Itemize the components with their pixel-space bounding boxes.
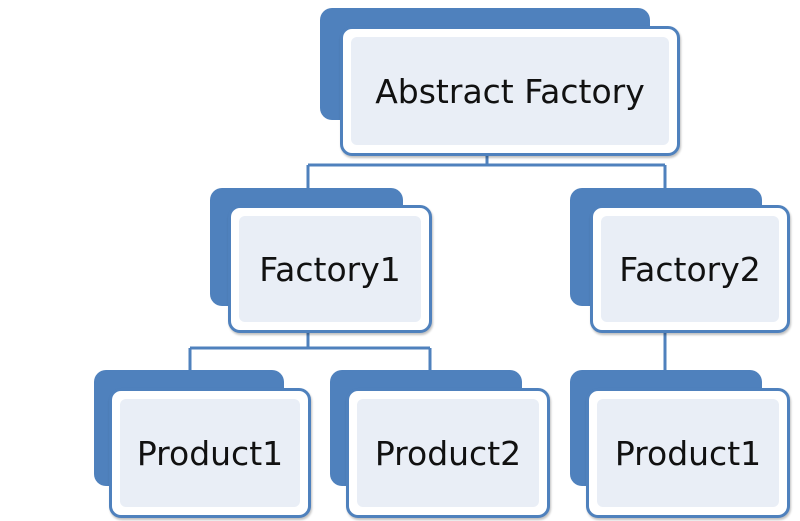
factory-node-1-label: Factory1 [259, 249, 401, 289]
factory-node-2-label: Factory2 [619, 249, 761, 289]
root-node-card: Abstract Factory [340, 26, 680, 156]
root-node-label: Abstract Factory [375, 71, 645, 111]
product-node-2-card: Product2 [346, 388, 550, 518]
product-node-3-card: Product1 [586, 388, 790, 518]
product-node-1-label: Product1 [136, 433, 284, 473]
product-node-3-label: Product1 [614, 433, 762, 473]
factory-node-1-card: Factory1 [228, 205, 432, 333]
factory-node-2-card: Factory2 [590, 205, 790, 333]
product-node-1-card: Product1 [109, 388, 311, 518]
product-node-2-label: Product2 [374, 433, 522, 473]
